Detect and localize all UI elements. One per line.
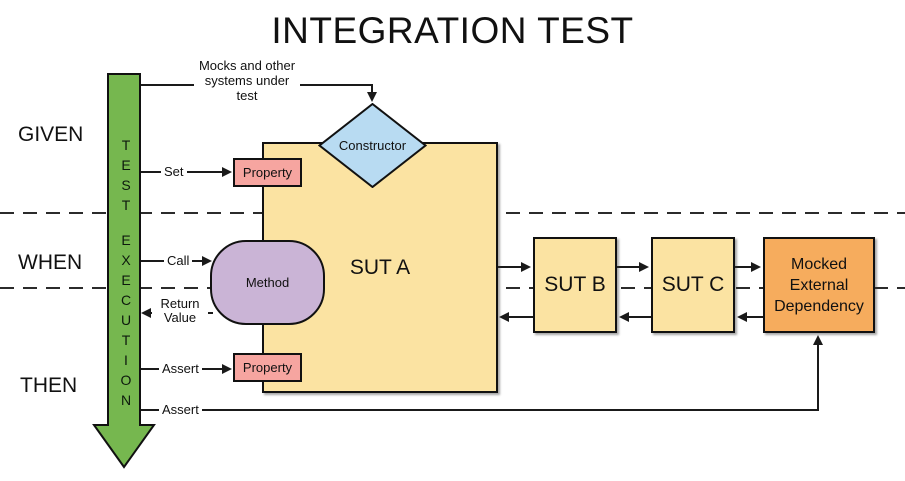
node-sut-b-label: SUT B [544,273,606,296]
constructor-diamond-shape [318,103,427,188]
node-sut-b: SUT B [533,237,617,333]
sut-b-to-sut-a-arrow [499,312,533,322]
set-action-label: Set [161,164,187,179]
node-property-assert: Property [233,353,302,382]
sut-c-to-sut-b-arrow [619,312,651,322]
node-property-set-label: Property [242,165,293,180]
mocks-annotation-line3: test [236,88,258,103]
phase-label-given: GIVEN [18,123,84,146]
node-property-assert-label: Property [242,360,293,375]
phase-label-when: WHEN [18,251,83,274]
call-action-label: Call [164,253,193,268]
sut-c-to-mock-arrow [735,262,761,272]
sut-a-to-sut-b-arrow [497,262,531,272]
mocked-label-line3: Dependency [774,297,864,315]
assert-property-label: Assert [159,361,202,376]
node-property-set: Property [233,158,302,187]
node-constructor-label: Constructor [338,138,407,153]
node-method: Method [210,240,325,325]
mocked-label-line1: Mocked [790,255,848,273]
return-value-label-line2: Value [163,310,197,325]
test-execution-arrow [92,73,156,469]
mocks-annotation: Mocks and other systems under test [194,58,300,103]
assert-mock-arrow [140,335,823,411]
test-execution-label-execution: EXECUTION [118,232,134,412]
node-constructor: Constructor [318,103,427,188]
node-sut-a-label: SUT A [349,255,411,279]
node-mocked-external-dependency: Mocked External Dependency [763,237,875,333]
mocks-annotation-line1: Mocks and other [198,58,296,73]
return-value-label: Return Value [152,297,208,325]
sut-b-to-sut-c-arrow [617,262,649,272]
return-value-label-line1: Return [160,296,200,311]
phase-label-then: THEN [20,374,78,397]
mock-to-sut-c-arrow [737,312,763,322]
mocked-label-line2: External [789,276,849,294]
node-sut-c-label: SUT C [661,273,725,296]
mocks-annotation-line2: systems under [204,73,290,88]
test-execution-label-test: TEST [118,137,134,217]
node-sut-c: SUT C [651,237,735,333]
node-method-label: Method [245,275,290,290]
diagram-title: INTEGRATION TEST [271,10,634,51]
assert-mock-label: Assert [159,402,202,417]
